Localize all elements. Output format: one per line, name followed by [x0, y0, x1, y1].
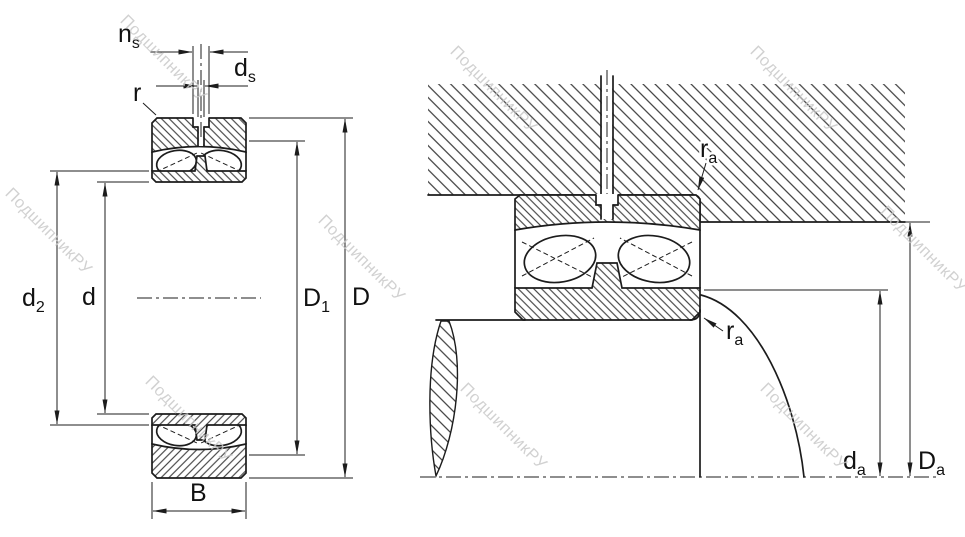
- housing-lubrication-hole: [600, 70, 614, 205]
- dim-Da-label: Da: [918, 447, 945, 479]
- dim-D: D: [249, 117, 373, 479]
- dim-r: r: [131, 77, 157, 116]
- dim-ra-housing-label: ra: [700, 135, 717, 167]
- hole-cutout: [601, 83, 613, 196]
- left-section-view: ns ds r d2 d: [20, 18, 373, 519]
- dim-ra-housing: ra: [697, 133, 720, 191]
- leader-line: [142, 102, 157, 116]
- shaft-broken-section: [429, 320, 459, 479]
- housing-section: [428, 84, 905, 222]
- dim-ds-label: ds: [234, 54, 256, 86]
- dim-ns-label: ns: [118, 20, 140, 52]
- dim-Da: Da: [907, 222, 948, 482]
- shaft-shoulder-contour: [700, 294, 805, 478]
- dim-B: B: [151, 477, 247, 519]
- cage-line: [521, 237, 595, 277]
- dim-ds: ds: [156, 52, 258, 117]
- dim-B-label: B: [190, 479, 207, 507]
- dim-da-label: da: [843, 447, 866, 479]
- shaft: [429, 294, 805, 479]
- dim-ra-shaft-label: ra: [726, 317, 743, 349]
- dim-D-label: D: [352, 283, 370, 311]
- bearing-section: [514, 194, 701, 321]
- cage-line: [619, 237, 693, 277]
- dim-r-label: r: [133, 79, 141, 107]
- mounted-section-view: ra ra da Da: [420, 70, 948, 482]
- cage-line: [521, 241, 595, 279]
- dim-d2-label: d2: [22, 284, 45, 316]
- dim-d-label: d: [82, 283, 96, 311]
- leader-arrow: [697, 162, 707, 191]
- dim-da: da: [704, 289, 888, 482]
- dim-d2: d2: [20, 170, 149, 426]
- outer-ring-groove: [595, 194, 619, 220]
- hole-cutout: [601, 205, 613, 219]
- leader-arrow: [703, 317, 724, 332]
- dim-d: d: [80, 181, 149, 415]
- groove-cutout: [596, 194, 618, 205]
- roller: [617, 234, 691, 284]
- dim-ra-shaft: ra: [703, 315, 746, 352]
- dim-ns: ns: [116, 18, 248, 114]
- cage-line: [619, 241, 693, 279]
- dim-D1: D1: [249, 140, 333, 456]
- roller: [523, 234, 597, 284]
- dim-D1-label: D1: [303, 284, 330, 316]
